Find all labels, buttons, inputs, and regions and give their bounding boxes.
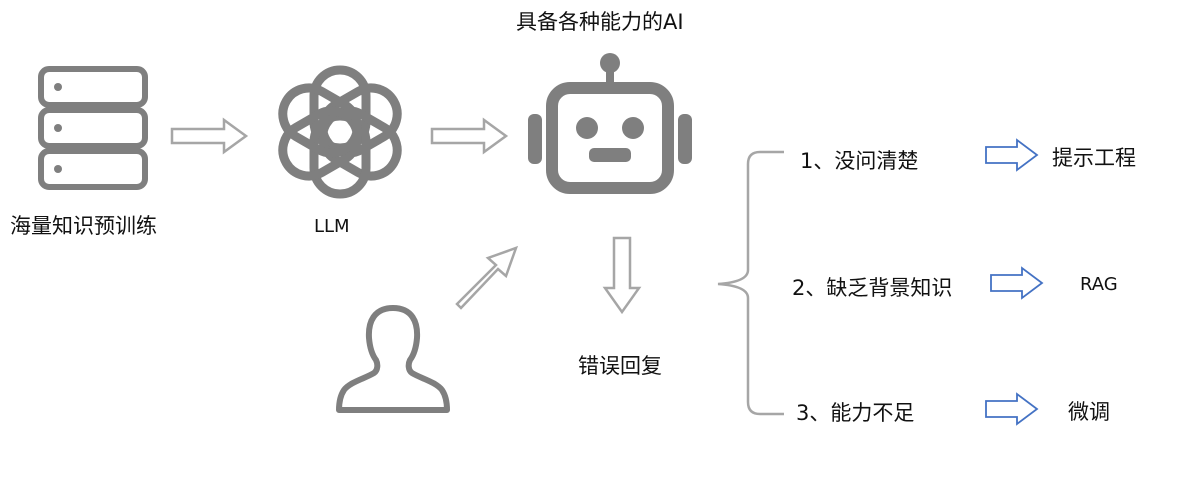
flow-arrow-1 (170, 117, 249, 155)
solution-3-label: 微调 (1068, 400, 1110, 424)
blue-arrow-1 (985, 138, 1039, 172)
openai-logo-icon (278, 65, 402, 199)
user-icon (336, 305, 450, 413)
problem-2-label: 2、缺乏背景知识 (792, 276, 953, 300)
wrong-reply-label: 错误回复 (578, 354, 662, 378)
user-to-ai-arrow (455, 245, 519, 310)
solution-1-label: 提示工程 (1052, 146, 1136, 170)
down-arrow (602, 236, 642, 315)
problem-3-label: 3、能力不足 (796, 401, 915, 425)
llm-label: LLM (314, 216, 350, 237)
pretrain-label: 海量知识预训练 (10, 214, 157, 238)
blue-arrow-2 (990, 266, 1044, 300)
solution-2-label: RAG (1080, 274, 1118, 295)
robot-icon (528, 53, 692, 194)
flow-arrow-2 (430, 117, 509, 155)
problem-1-label: 1、没问清楚 (800, 149, 919, 173)
server-icon (38, 66, 148, 190)
blue-arrow-3 (985, 392, 1039, 426)
brace (717, 150, 784, 416)
ai-title: 具备各种能力的AI (516, 10, 684, 34)
